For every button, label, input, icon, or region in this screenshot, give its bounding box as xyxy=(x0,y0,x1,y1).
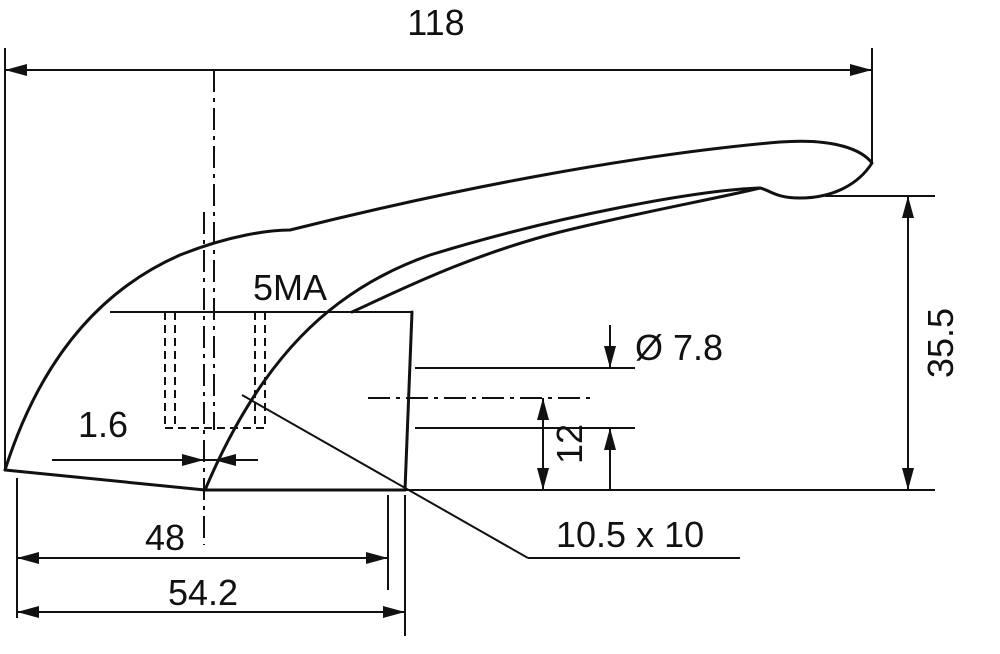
lever-inner-profile xyxy=(350,186,762,314)
dimension-48: 48 xyxy=(16,478,389,618)
dimension-1-6: 1.6 xyxy=(52,404,258,466)
dimension-diameter: Ø 7.8 xyxy=(415,325,723,490)
lever-outline xyxy=(3,139,874,492)
lever-upper-profile xyxy=(3,139,874,492)
base-front-face xyxy=(403,310,414,492)
dimension-54-2: 54.2 xyxy=(17,495,406,636)
center-lines xyxy=(203,70,590,545)
lever-bottom-edge xyxy=(3,468,207,492)
thread-label: 5MA xyxy=(253,267,327,308)
dimension-35-5-label: 35.5 xyxy=(920,308,961,378)
dimension-12-label: 12 xyxy=(549,424,590,464)
dimension-118-label: 118 xyxy=(407,2,464,43)
dimension-48-label: 48 xyxy=(145,517,185,558)
dimension-socket: 10.5 x 10 xyxy=(241,394,740,559)
threaded-bore-hidden xyxy=(164,312,266,429)
dimension-35-5: 35.5 xyxy=(405,195,961,491)
socket-label: 10.5 x 10 xyxy=(556,514,704,555)
dimension-12: 12 xyxy=(537,398,590,490)
diameter-label: Ø 7.8 xyxy=(635,327,723,368)
dimension-54-2-label: 54.2 xyxy=(168,572,238,613)
dimension-1-6-label: 1.6 xyxy=(78,404,128,445)
dimension-118: 118 xyxy=(4,2,873,470)
